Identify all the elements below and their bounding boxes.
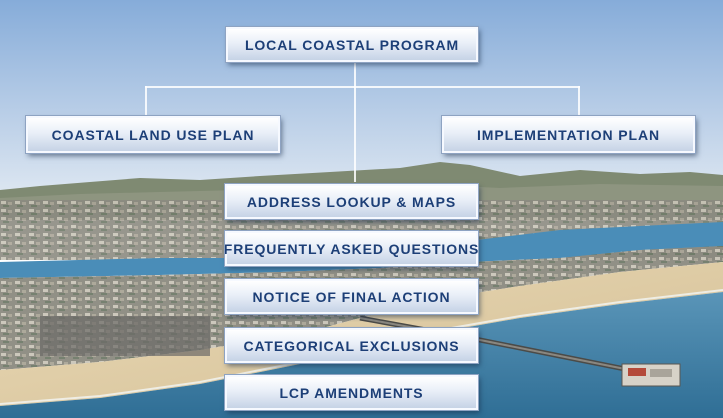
faq-label: FREQUENTLY ASKED QUESTIONS — [223, 240, 480, 257]
implementation-plan-label: IMPLEMENTATION PLAN — [476, 126, 660, 143]
notice-of-final-action-button[interactable]: NOTICE OF FINAL ACTION — [224, 278, 479, 315]
faq-button[interactable]: FREQUENTLY ASKED QUESTIONS — [223, 230, 480, 267]
address-lookup-maps-label: ADDRESS LOOKUP & MAPS — [246, 193, 457, 210]
categorical-exclusions-label: CATEGORICAL EXCLUSIONS — [243, 337, 460, 354]
coastal-land-use-plan-button[interactable]: COASTAL LAND USE PLAN — [25, 115, 281, 154]
coastal-land-use-plan-label: COASTAL LAND USE PLAN — [51, 126, 255, 143]
local-coastal-program-button[interactable]: LOCAL COASTAL PROGRAM — [225, 26, 479, 63]
implementation-plan-button[interactable]: IMPLEMENTATION PLAN — [441, 115, 696, 154]
address-lookup-maps-button[interactable]: ADDRESS LOOKUP & MAPS — [224, 183, 479, 220]
local-coastal-program-label: LOCAL COASTAL PROGRAM — [244, 36, 460, 53]
lcp-amendments-button[interactable]: LCP AMENDMENTS — [224, 374, 479, 411]
categorical-exclusions-button[interactable]: CATEGORICAL EXCLUSIONS — [224, 327, 479, 364]
lcp-amendments-label: LCP AMENDMENTS — [279, 384, 424, 401]
notice-of-final-action-label: NOTICE OF FINAL ACTION — [252, 288, 451, 305]
